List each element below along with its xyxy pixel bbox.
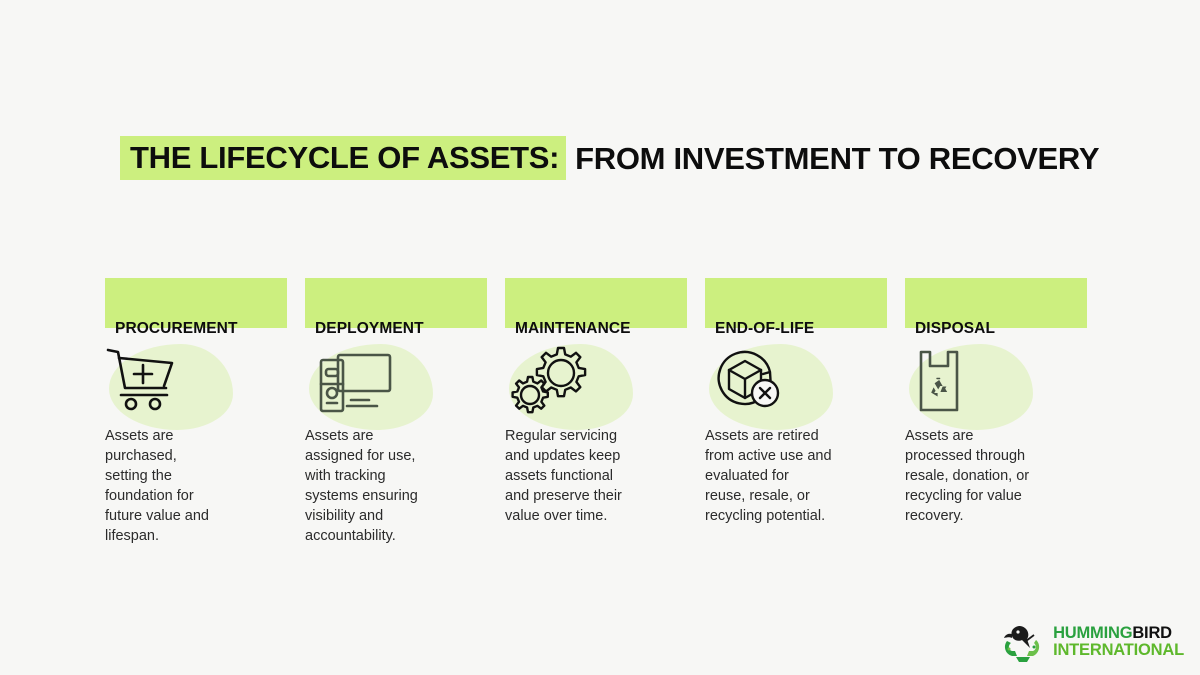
stage-description: Regular servicing and updates keep asset… (505, 428, 622, 524)
logo-name-part2: BIRD (1132, 624, 1172, 643)
page-title: THE LIFECYCLE OF ASSETS: FROM INVESTMENT… (120, 136, 1100, 180)
stage-icon-zone (905, 342, 1087, 430)
stage-label: MAINTENANCE (515, 319, 631, 337)
logo-wordmark: HUMMINGBIRD INTERNATIONAL (1053, 625, 1184, 659)
stage-icon-zone (105, 342, 287, 430)
company-logo: HUMMINGBIRD INTERNATIONAL (1000, 621, 1184, 663)
decorative-blob (309, 344, 433, 430)
stage-header-banner: DISPOSAL (905, 278, 1087, 336)
shopping-cart-plus-icon (106, 348, 174, 411)
hummingbird-recycling-icon (1004, 626, 1040, 662)
stage-icon-zone (705, 342, 887, 430)
title-remaining-text: FROM INVESTMENT TO RECOVERY (575, 140, 1100, 176)
stage-disposal: DISPOSAL Assets (905, 278, 1087, 568)
stage-icon-zone (505, 342, 687, 430)
box-retire-x-icon (717, 350, 780, 408)
desktop-computer-icon (319, 353, 392, 413)
stage-deployment: DEPLOYMENT Assets are assigned fo (305, 278, 487, 568)
stage-description: Assets are processed through resale, don… (905, 428, 1030, 524)
lifecycle-stages: PROCUREMENT Assets are purchased, settin… (105, 278, 1095, 568)
stage-header-banner: MAINTENANCE (505, 278, 687, 336)
stage-icon-zone (305, 342, 487, 430)
stage-label: PROCUREMENT (115, 319, 238, 337)
stage-end-of-life: END-OF-LIFE Assets are retired from acti… (705, 278, 887, 568)
logo-name-line: HUMMINGBIRD (1053, 625, 1184, 642)
stage-label: DEPLOYMENT (315, 319, 424, 337)
stage-header-banner: END-OF-LIFE (705, 278, 887, 336)
stage-description: Assets are purchased, setting the founda… (105, 428, 209, 544)
stage-header-banner: DEPLOYMENT (305, 278, 487, 336)
stage-maintenance: MAINTENANCE Regular servicing and update… (505, 278, 687, 568)
logo-name-part1: HUMMING (1053, 624, 1133, 643)
logo-subtitle: INTERNATIONAL (1053, 641, 1184, 659)
stage-procurement: PROCUREMENT Assets are purchased, settin… (105, 278, 287, 568)
title-highlighted-text: THE LIFECYCLE OF ASSETS: (120, 136, 567, 180)
recycling-bag-icon (919, 350, 959, 412)
stage-description: Assets are retired from active use and e… (705, 428, 832, 524)
stage-description: Assets are assigned for use, with tracki… (305, 428, 418, 544)
gears-icon (511, 346, 587, 414)
stage-label: END-OF-LIFE (715, 319, 815, 337)
stage-label: DISPOSAL (915, 319, 996, 337)
stage-header-banner: PROCUREMENT (105, 278, 287, 336)
